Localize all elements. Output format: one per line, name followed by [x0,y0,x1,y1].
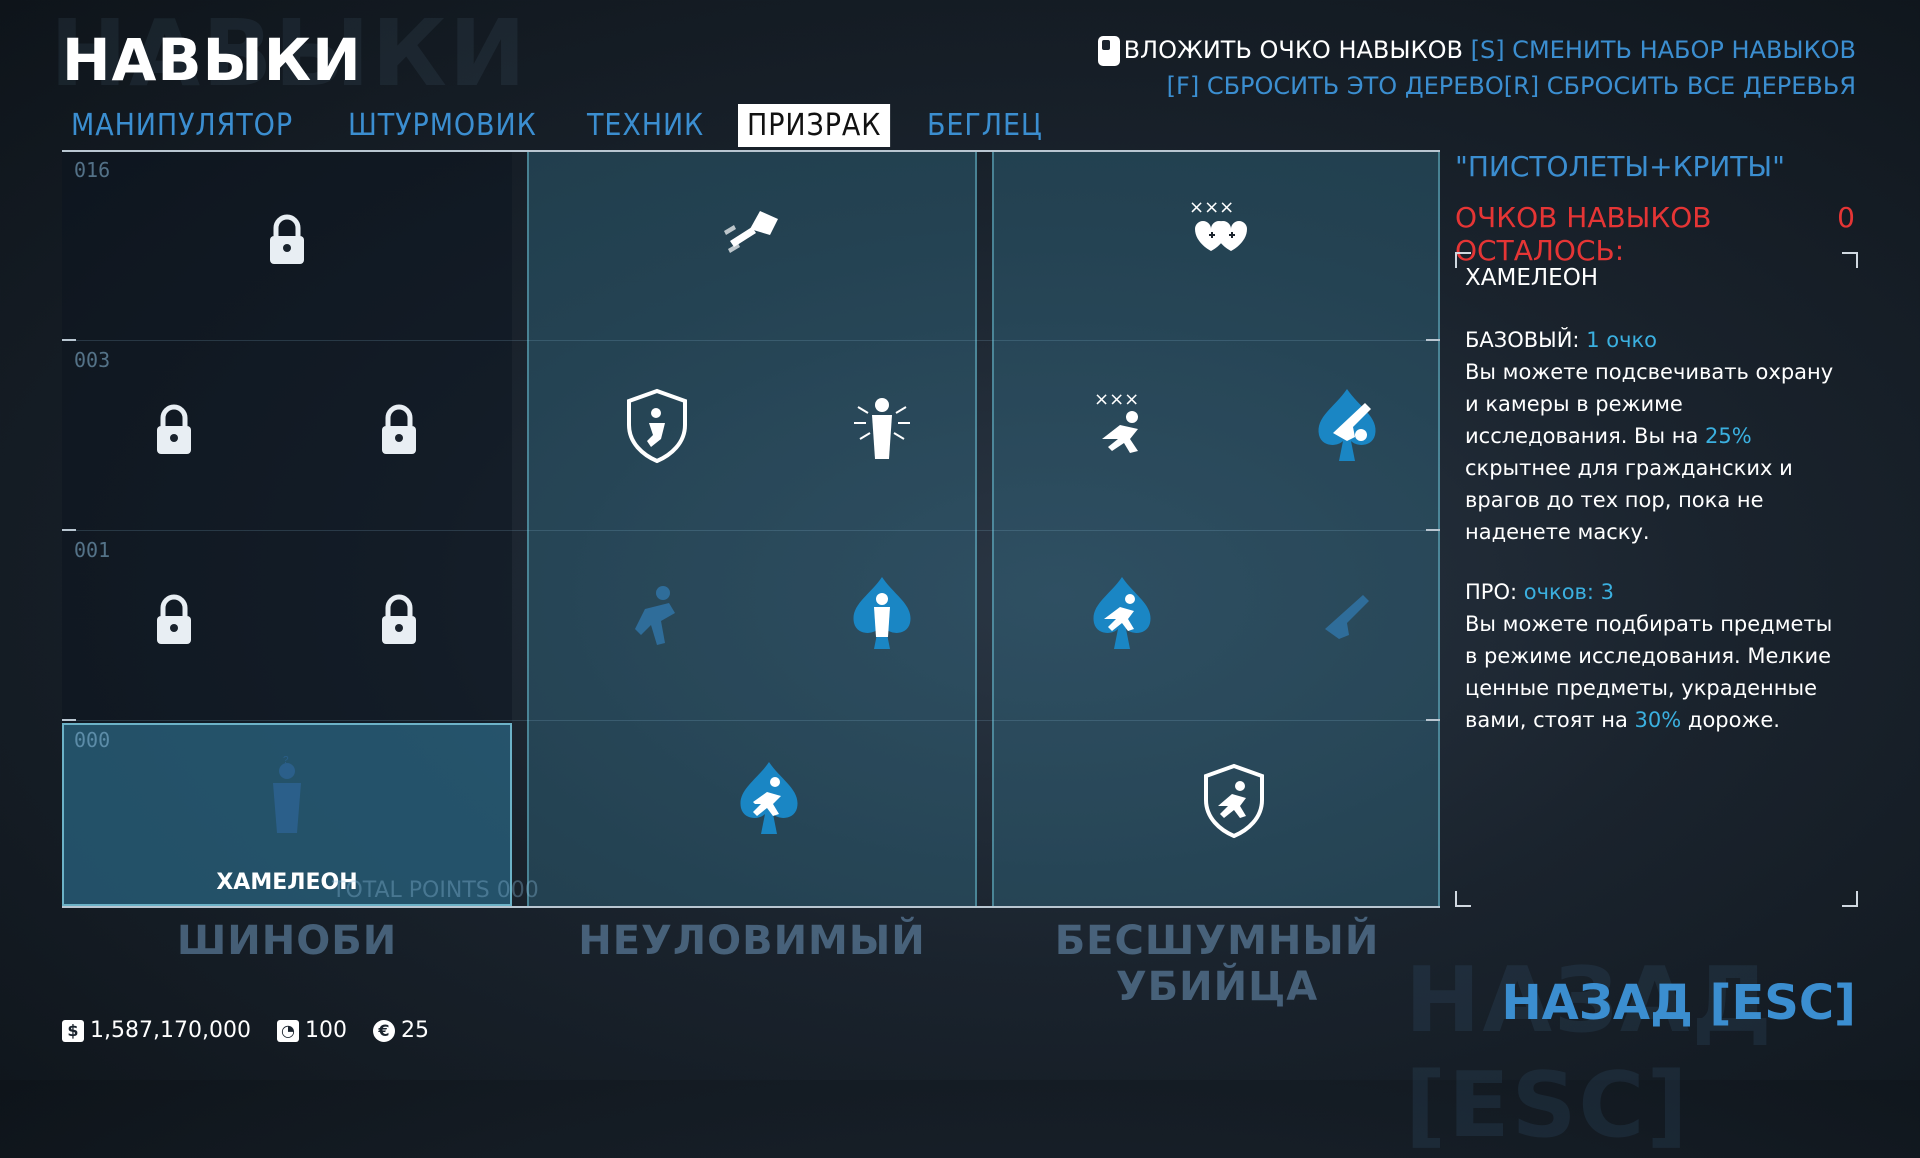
tier-3: 003 [62,340,1440,531]
runner-spade-icon[interactable] [724,755,814,845]
points-left-label: ОЧКОВ НАВЫКОВ ОСТАЛОСЬ: [1455,201,1712,267]
tree-name-shinobi: ШИНОБИ [176,918,398,964]
crouch-runner-spade-icon[interactable] [1077,570,1167,660]
tree-name-silent-killer: БЕСШУМНЫЙ УБИЙЦА [1054,918,1380,1010]
lock-icon[interactable] [354,575,444,665]
reset-all-hint[interactable]: [R] СБРОСИТЬ ВСЕ ДЕРЕВЬЯ [1503,72,1856,100]
tier-1: 000 [62,720,1440,910]
lock-icon[interactable] [129,575,219,665]
tab-bar: МАНИПУЛЯТОР ШТУРМОВИК ТЕХНИК ПРИЗРАК БЕГ… [62,104,1066,147]
skill-info-panel: "ПИСТОЛЕТЫ+КРИТЫ" ОЧКОВ НАВЫКОВ ОСТАЛОСЬ… [1455,150,1855,267]
hearts-shield-icon[interactable]: ××× [1172,188,1262,278]
svg-text:×××: ××× [1094,389,1139,410]
frame-corner [1842,252,1858,268]
skillset-name: "ПИСТОЛЕТЫ+КРИТЫ" [1455,150,1785,183]
basic-description: Вы можете подсвечивать охрану и камеры в… [1465,356,1845,548]
points-left-value: 0 [1837,201,1855,234]
lock-icon[interactable] [242,195,332,285]
mouse-button-icon [1097,36,1120,66]
tree-frame [62,150,1440,908]
money-icon: $ [62,1019,84,1042]
back-button[interactable]: НАЗАД [ESC] [1501,975,1857,1031]
tier-4-label: 016 [74,158,111,182]
tab-ghost[interactable]: ПРИЗРАК [738,104,891,147]
continental-coin-icon: ◔ [276,1019,299,1042]
tree-name-evasive: НЕУЛОВИМЫЙ [578,918,926,964]
money-value: 1,587,170,000 [90,1018,251,1043]
title-watermark: НАВЫКИ [50,0,528,107]
pro-description: Вы можете подбирать предметы в режиме ис… [1465,608,1845,736]
basic-cost: 1 очко [1586,328,1658,352]
pistol-icon[interactable] [1302,570,1392,660]
dodging-man-icon[interactable] [612,570,702,660]
crossed-runner-icon[interactable]: ××× [1077,380,1167,470]
coins-value: 100 [304,1018,347,1043]
offshore-icon: € [372,1019,395,1042]
svg-text:?: ? [283,755,289,766]
pro-label: ПРО: [1465,580,1518,604]
tier-4: 016 [62,150,1440,341]
svg-text:×××: ××× [1189,197,1234,218]
man-spade-icon[interactable] [837,570,927,660]
basic-percent: 25% [1705,424,1752,448]
skill-title: ХАМЕЛЕОН [1465,265,1599,291]
shield-runner-icon[interactable] [612,380,702,470]
tier-2: 001 [62,530,1440,721]
runner-shield-icon[interactable] [1189,755,1279,845]
pro-cost: очков: 3 [1523,580,1615,604]
frame-corner [1842,891,1858,907]
suit-man-icon[interactable]: ? [242,750,332,840]
electric-man-icon[interactable] [837,380,927,470]
basic-text: Вы можете подсвечивать охрану и камеры в… [1465,360,1834,448]
frame-corner [1455,891,1471,907]
tier-2-label: 001 [74,538,111,562]
invest-point-hint[interactable]: ВЛОЖИТЬ ОЧКО НАВЫКОВ [1123,36,1463,64]
total-points-label: TOTAL POINTS 000 [332,878,539,903]
pro-text-end: дороже. [1687,708,1780,732]
tab-technician[interactable]: ТЕХНИК [587,108,705,143]
page-title: НАВЫКИ [62,26,362,94]
currency-bar: $ 1,587,170,000 ◔ 100 € 25 [62,1018,429,1043]
frame-corner [1455,252,1471,268]
skill-description-box: ХАМЕЛЕОН БАЗОВЫЙ: 1 очко Вы можете подсв… [1455,252,1858,907]
pro-text: Вы можете подбирать предметы в режиме ис… [1465,612,1833,732]
skill-tree: 016 003 001 000 ? ХАМЕЛЕОН TOTAL POINTS … [62,150,1440,908]
tree-shinobi [62,150,512,908]
points-left-row: ОЧКОВ НАВЫКОВ ОСТАЛОСЬ: 0 [1455,201,1855,267]
lock-icon[interactable] [354,385,444,475]
basic-text-end: скрытнее для гражданских и врагов до тех… [1465,456,1793,544]
pro-percent: 30% [1634,708,1682,732]
tier-1-label: 000 [74,728,111,752]
selected-skill-name: ХАМЕЛЕОН [216,870,358,895]
tab-manipulator[interactable]: МАНИПУЛЯТОР [71,108,294,143]
reset-tree-hint[interactable]: [F] СБРОСИТЬ ЭТО ДЕРЕВО [1166,72,1504,100]
tab-assault[interactable]: ШТУРМОВИК [347,108,537,143]
tree-silent-killer [992,150,1440,908]
basic-label: БАЗОВЫЙ: [1465,328,1580,352]
lock-icon[interactable] [129,385,219,475]
sprint-dodge-icon[interactable] [707,188,797,278]
hotkey-legend: ВЛОЖИТЬ ОЧКО НАВЫКОВ [S] СМЕНИТЬ НАБОР Н… [1097,32,1856,104]
offshore-value: 25 [400,1018,429,1043]
switch-skillset-hint[interactable]: [S] СМЕНИТЬ НАБОР НАВЫКОВ [1470,36,1856,64]
tier-3-label: 003 [74,348,111,372]
pistol-skull-spade-icon[interactable] [1302,380,1392,470]
tab-fugitive[interactable]: БЕГЛЕЦ [926,108,1043,143]
